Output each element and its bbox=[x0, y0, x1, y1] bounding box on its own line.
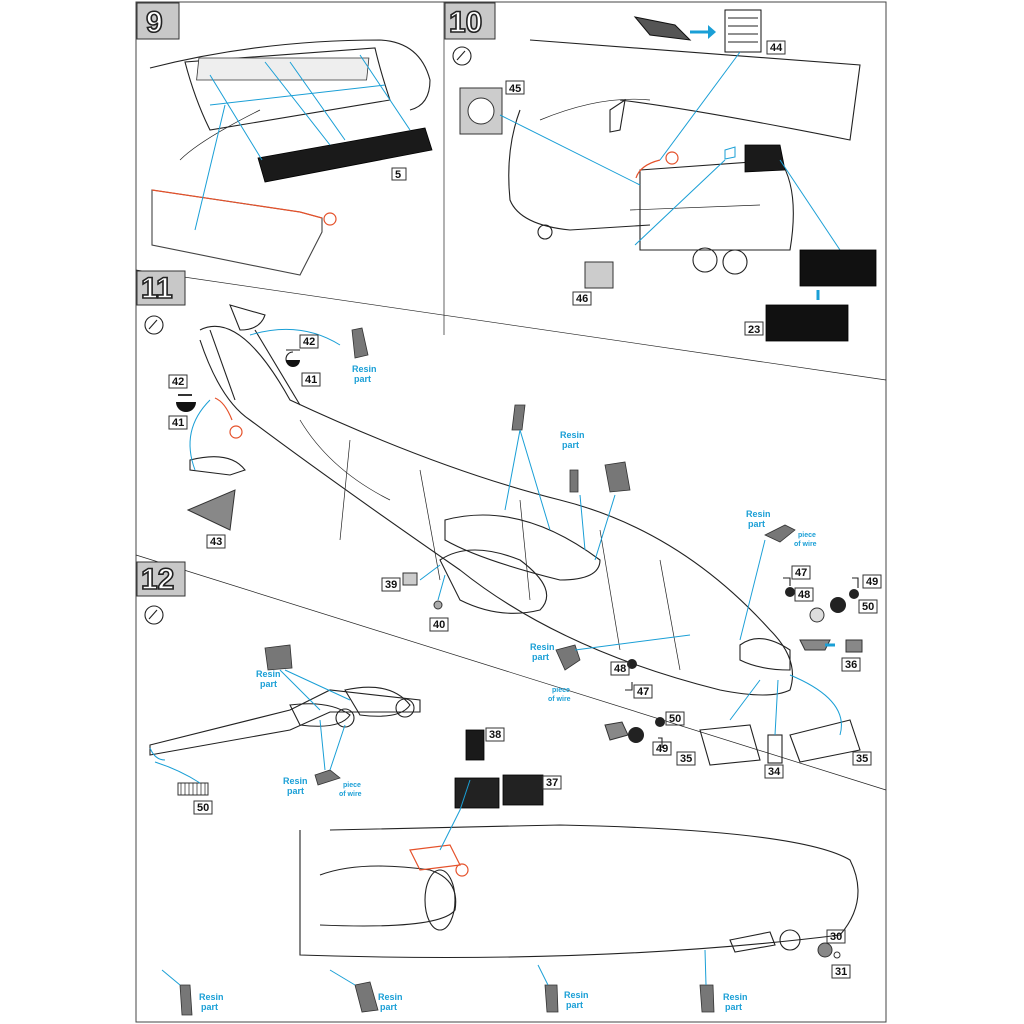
svg-text:part: part bbox=[201, 1002, 218, 1012]
svg-text:Resin: Resin bbox=[723, 992, 748, 1002]
svg-text:50: 50 bbox=[862, 601, 874, 613]
svg-text:part: part bbox=[725, 1002, 742, 1012]
svg-text:Resin: Resin bbox=[530, 642, 555, 652]
svg-text:46: 46 bbox=[576, 293, 588, 305]
svg-text:49: 49 bbox=[866, 576, 878, 588]
svg-text:36: 36 bbox=[845, 659, 857, 671]
step-11-label: 11 bbox=[136, 270, 186, 306]
svg-text:Resin: Resin bbox=[378, 992, 403, 1002]
svg-text:Resin: Resin bbox=[283, 776, 308, 786]
svg-text:43: 43 bbox=[210, 536, 222, 548]
svg-text:part: part bbox=[566, 1000, 583, 1010]
svg-text:30: 30 bbox=[830, 931, 842, 943]
svg-text:49: 49 bbox=[656, 743, 668, 755]
svg-text:Resin: Resin bbox=[352, 364, 377, 374]
svg-text:9: 9 bbox=[146, 6, 163, 39]
svg-text:40: 40 bbox=[433, 619, 445, 631]
svg-text:50: 50 bbox=[197, 802, 209, 814]
svg-text:23: 23 bbox=[748, 324, 760, 336]
step-11-drawing: Resin part Resin part 42 41 42 41 43 39 … bbox=[168, 304, 882, 779]
svg-text:of wire: of wire bbox=[339, 791, 362, 798]
svg-text:41: 41 bbox=[172, 417, 184, 429]
glue-icon bbox=[452, 46, 472, 66]
svg-text:31: 31 bbox=[835, 966, 847, 978]
svg-text:42: 42 bbox=[303, 336, 315, 348]
svg-text:Resin: Resin bbox=[564, 990, 589, 1000]
svg-text:of wire: of wire bbox=[794, 541, 817, 548]
svg-text:45: 45 bbox=[509, 83, 521, 95]
svg-text:39: 39 bbox=[385, 579, 397, 591]
svg-text:35: 35 bbox=[856, 753, 868, 765]
svg-text:5: 5 bbox=[395, 169, 401, 181]
svg-text:37: 37 bbox=[546, 777, 558, 789]
step-9-drawing: 5 bbox=[149, 39, 433, 276]
svg-text:47: 47 bbox=[637, 686, 649, 698]
svg-text:47: 47 bbox=[795, 567, 807, 579]
svg-text:Resin: Resin bbox=[199, 992, 224, 1002]
panel-frames bbox=[135, 1, 887, 1023]
svg-text:11: 11 bbox=[141, 272, 173, 305]
svg-text:part: part bbox=[532, 652, 549, 662]
svg-text:48: 48 bbox=[614, 663, 626, 675]
svg-text:48: 48 bbox=[798, 589, 810, 601]
svg-text:part: part bbox=[287, 786, 304, 796]
glue-icon bbox=[144, 605, 164, 625]
svg-text:part: part bbox=[562, 440, 579, 450]
svg-text:part: part bbox=[260, 679, 277, 689]
svg-text:44: 44 bbox=[770, 42, 783, 54]
svg-text:of wire: of wire bbox=[548, 696, 571, 703]
step-12-label: 12 bbox=[136, 561, 186, 597]
svg-text:part: part bbox=[380, 1002, 397, 1012]
svg-text:12: 12 bbox=[141, 563, 174, 596]
step-10-drawing: 45 44 46 23 bbox=[459, 9, 877, 342]
svg-text:part: part bbox=[748, 519, 765, 529]
svg-text:piece: piece bbox=[552, 687, 570, 694]
svg-text:42: 42 bbox=[172, 376, 184, 388]
step-12-drawing: Resin part Resin part piece of wire 50 3… bbox=[149, 644, 859, 1016]
svg-text:Resin: Resin bbox=[560, 430, 585, 440]
svg-text:piece: piece bbox=[343, 782, 361, 789]
svg-text:Resin: Resin bbox=[256, 669, 281, 679]
svg-text:piece: piece bbox=[798, 532, 816, 539]
svg-text:34: 34 bbox=[768, 766, 781, 778]
glue-icon bbox=[144, 315, 164, 335]
svg-text:35: 35 bbox=[680, 753, 692, 765]
step-10-label: 10 bbox=[444, 2, 496, 40]
step-9-label: 9 bbox=[136, 2, 180, 40]
svg-text:50: 50 bbox=[669, 713, 681, 725]
svg-text:38: 38 bbox=[489, 729, 501, 741]
svg-text:10: 10 bbox=[449, 6, 482, 39]
svg-text:part: part bbox=[354, 374, 371, 384]
svg-text:Resin: Resin bbox=[746, 509, 771, 519]
svg-text:41: 41 bbox=[305, 374, 317, 386]
